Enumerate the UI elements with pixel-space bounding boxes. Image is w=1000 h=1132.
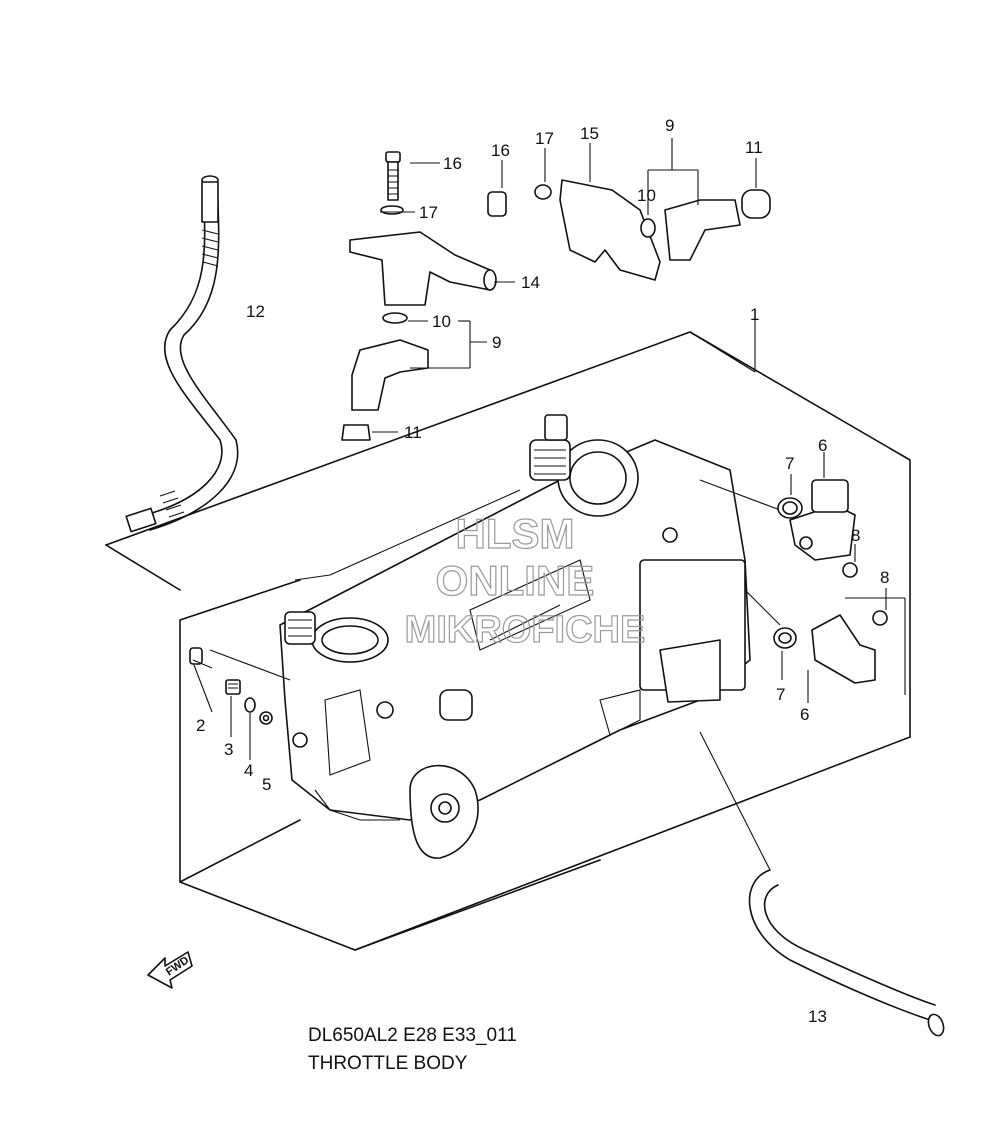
- callout-1: 1: [750, 305, 759, 324]
- fuel-hose-12: [125, 175, 239, 533]
- callout-10-left: 10: [432, 312, 451, 331]
- caption: DL650AL2 E28 E33_011 THROTTLE BODY: [308, 1025, 517, 1074]
- callout-11-left: 11: [404, 423, 422, 442]
- watermark: HLSM ONLINE MIKROFICHE: [404, 509, 646, 651]
- watermark-line-2: ONLINE: [436, 557, 595, 604]
- diagram-title: THROTTLE BODY: [308, 1053, 468, 1074]
- callout-17-right: 17: [535, 129, 554, 148]
- callout-15: 15: [580, 124, 599, 143]
- throttle-body-main: [279, 414, 781, 859]
- watermark-line-1: HLSM: [456, 510, 575, 557]
- forward-arrow-icon: FWD: [147, 951, 193, 989]
- injector-assembly-left: [341, 151, 515, 441]
- callout-8-lower: 8: [880, 568, 889, 587]
- callout-11-top: 11: [745, 138, 763, 157]
- callout-8-upper: 8: [851, 526, 860, 545]
- sensor-lower: [744, 588, 906, 703]
- callouts: 1 2 3 4 5 6 6 7 7 8 8 9 9 10 10 11 11 12…: [196, 116, 889, 1026]
- callout-14: 14: [521, 273, 540, 292]
- callout-7-upper: 7: [785, 454, 794, 473]
- assembly-outline: [105, 320, 911, 951]
- watermark-line-3: MIKROFICHE: [405, 609, 646, 651]
- callout-6-upper: 6: [818, 436, 827, 455]
- callout-16-left: 16: [443, 154, 462, 173]
- callout-12: 12: [246, 302, 265, 321]
- callout-2: 2: [196, 716, 205, 735]
- callout-10-top: 10: [637, 186, 656, 205]
- idle-screw-parts: [189, 647, 291, 760]
- callout-13: 13: [808, 1007, 827, 1026]
- diagram-code: DL650AL2 E28 E33_011: [308, 1025, 517, 1046]
- callout-7-lower: 7: [776, 685, 785, 704]
- callout-5: 5: [262, 775, 271, 794]
- callout-17-left: 17: [419, 203, 438, 222]
- injector-assembly-right: [487, 138, 771, 281]
- callout-16-right: 16: [491, 141, 510, 160]
- callout-4: 4: [244, 761, 253, 780]
- sensor-upper: [777, 452, 858, 578]
- callout-9-top: 9: [665, 116, 674, 135]
- callout-6-lower: 6: [800, 705, 809, 724]
- vacuum-hose-13: [699, 731, 945, 1037]
- callout-3: 3: [224, 740, 233, 759]
- callout-9-left: 9: [492, 333, 501, 352]
